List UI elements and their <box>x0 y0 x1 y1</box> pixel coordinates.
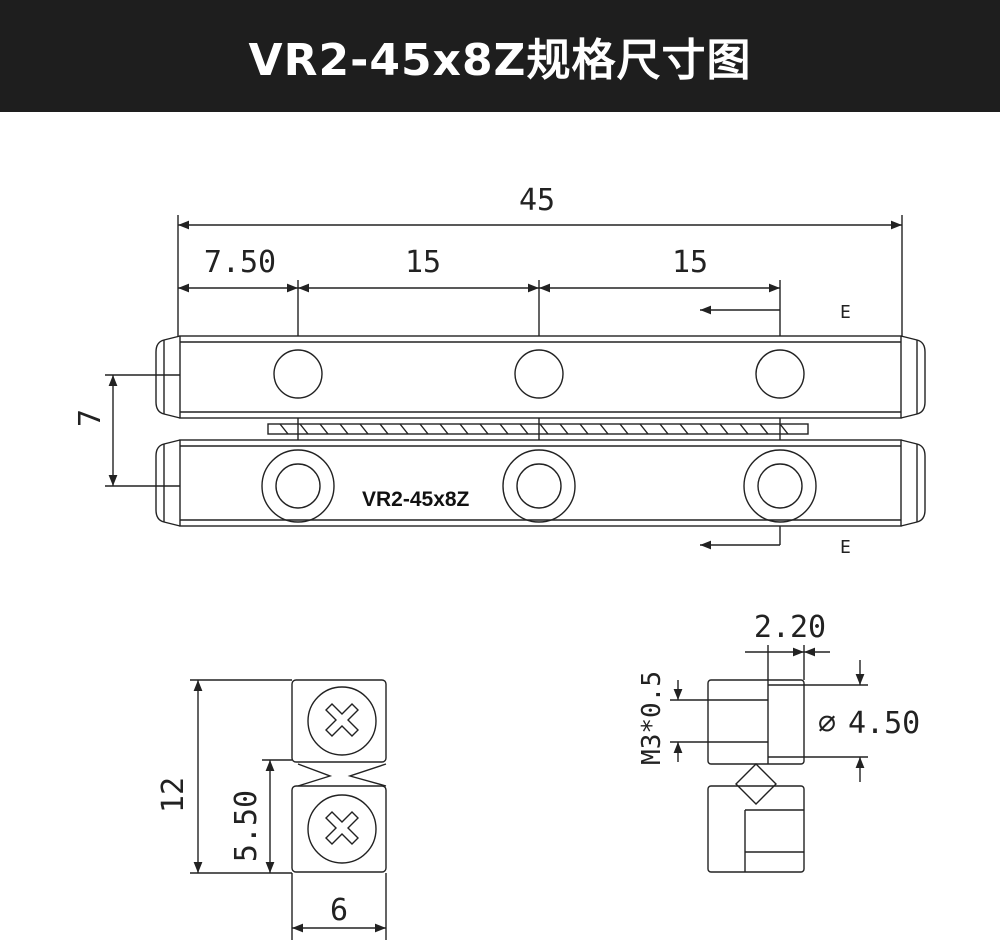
roller-cage <box>267 423 809 435</box>
dim-section-height: 12 <box>156 777 191 813</box>
dim-counterbore-dia: 4.50 <box>848 706 920 741</box>
dim-thread: M3*0.5 <box>637 671 667 765</box>
section-mark-bottom: E <box>840 537 851 558</box>
section-mark-top: E <box>840 302 851 323</box>
dim-end-offset: 7.50 <box>204 245 276 280</box>
part-label: VR2-45x8Z <box>362 488 470 511</box>
lower-rail <box>155 439 926 527</box>
diameter-icon: ⌀ <box>818 706 836 741</box>
section-view <box>670 645 868 873</box>
dim-pitch-1: 15 <box>405 245 441 280</box>
dim-overall-length: 45 <box>519 183 555 218</box>
title-bar: VR2-45x8Z规格尺寸图 <box>0 0 1000 112</box>
end-view <box>190 679 387 940</box>
dim-width: 6 <box>330 893 348 928</box>
dim-counterbore-depth: 2.20 <box>754 610 826 645</box>
dim-half-height: 5.50 <box>229 790 264 862</box>
dim-height-offset: 7 <box>73 409 108 427</box>
section-arrows <box>700 305 780 550</box>
page-title: VR2-45x8Z规格尺寸图 <box>248 35 752 86</box>
dim-pitch-2: 15 <box>672 245 708 280</box>
upper-rail <box>155 335 926 419</box>
